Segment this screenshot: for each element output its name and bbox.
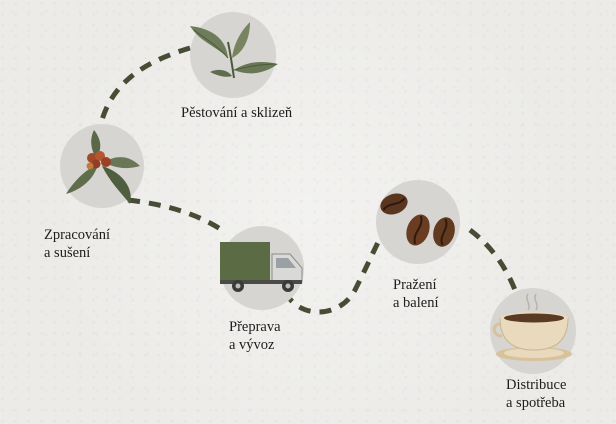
stage-label: Distribuce a spotřeba: [506, 376, 566, 412]
stage-label-line1: Pražení: [393, 277, 437, 293]
stage-label-line2: a sušení: [44, 245, 91, 261]
stage-label-line2: a vývoz: [229, 337, 275, 353]
stage-label: Zpracování a sušení: [44, 226, 110, 262]
stage-label-line2: a balení: [393, 295, 439, 311]
stage-label-line1: Přeprava: [229, 319, 281, 335]
coffee-cup-icon: [492, 293, 572, 361]
dashed-path-line: [97, 45, 518, 315]
stage-label-line1: Zpracování: [44, 227, 111, 243]
truck-icon: [220, 242, 303, 292]
stage-label-line2: a spotřeba: [506, 395, 566, 411]
stage-label: Pěstování a sklizeň: [181, 104, 292, 122]
stage-label-line1: Distribuce: [506, 377, 567, 393]
tea-leaves-icon: [190, 22, 278, 79]
coffee-beans-icon: [380, 193, 455, 247]
coffee-cherry-branch-icon: [66, 130, 140, 204]
stage-label-line1: Pěstování a sklizeň: [181, 105, 293, 121]
stage-label: Pražení a balení: [393, 276, 439, 312]
stage-label: Přeprava a vývoz: [229, 318, 281, 354]
